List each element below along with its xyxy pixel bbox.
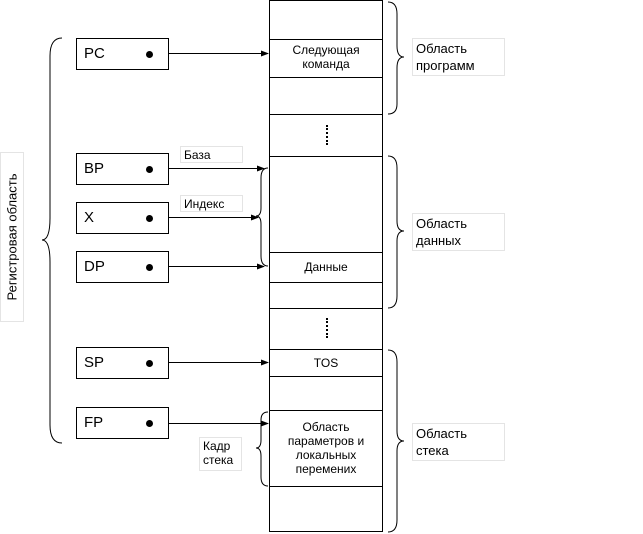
register-dp: DP bbox=[76, 251, 169, 283]
pointer-dot bbox=[146, 264, 153, 271]
register-x: X bbox=[76, 202, 169, 234]
pointer-dot bbox=[146, 215, 153, 222]
stack-area-label: Область стека bbox=[412, 423, 505, 461]
frame-area-cell: Область параметров и локальных перемених bbox=[284, 420, 368, 480]
gap-dots-1 bbox=[326, 125, 330, 145]
register-sp-label: SP bbox=[84, 354, 105, 371]
frame-label-text: Кадр стека bbox=[203, 439, 234, 467]
register-fp-label: FP bbox=[84, 414, 104, 431]
register-area-brace bbox=[41, 37, 63, 444]
next-command-cell: Следующая команда bbox=[270, 41, 382, 76]
data-area-text: Область данных bbox=[416, 216, 468, 248]
register-area-label: Регистровая область bbox=[0, 152, 24, 322]
register-dp-label: DP bbox=[84, 258, 105, 275]
stack-brace bbox=[387, 349, 405, 533]
frame-brace bbox=[255, 411, 269, 487]
memory-column bbox=[269, 0, 383, 532]
base-label: База bbox=[180, 146, 243, 163]
register-area-text: Регистровая область bbox=[4, 173, 20, 301]
data-brace bbox=[387, 155, 405, 309]
register-pc: PC bbox=[76, 38, 169, 70]
pointer-dot bbox=[146, 51, 153, 58]
index-label-text: Индекс bbox=[184, 197, 225, 211]
base-label-text: База bbox=[184, 148, 211, 162]
register-x-label: X bbox=[84, 209, 95, 226]
stack-area-text: Область стека bbox=[416, 426, 468, 458]
next-command-text: Следующая команда bbox=[292, 43, 360, 71]
frame-area-text: Область параметров и локальных перемених bbox=[287, 420, 365, 476]
pointer-arrows bbox=[155, 50, 269, 427]
data-cell: Данные bbox=[270, 260, 382, 276]
register-sp: SP bbox=[76, 347, 169, 379]
register-bp: BP bbox=[76, 153, 169, 185]
data-area-label: Область данных bbox=[412, 213, 505, 251]
register-pc-label: PC bbox=[84, 45, 105, 62]
tos-cell: TOS bbox=[270, 356, 382, 372]
frame-label: Кадр стека bbox=[199, 437, 242, 471]
programs-brace bbox=[387, 1, 405, 115]
memory-dividers bbox=[269, 39, 383, 487]
pointer-dot bbox=[146, 420, 153, 427]
programs-area-text: Область программ bbox=[416, 41, 475, 73]
index-brace bbox=[255, 167, 269, 267]
register-fp: FP bbox=[76, 407, 169, 439]
register-bp-label: BP bbox=[84, 160, 105, 177]
pointer-dot bbox=[146, 360, 153, 367]
programs-area-label: Область программ bbox=[412, 38, 505, 76]
data-text: Данные bbox=[304, 260, 348, 274]
tos-text: TOS bbox=[313, 356, 339, 370]
index-label: Индекс bbox=[180, 195, 243, 212]
gap-dots-2 bbox=[326, 318, 330, 338]
pointer-dot bbox=[146, 166, 153, 173]
